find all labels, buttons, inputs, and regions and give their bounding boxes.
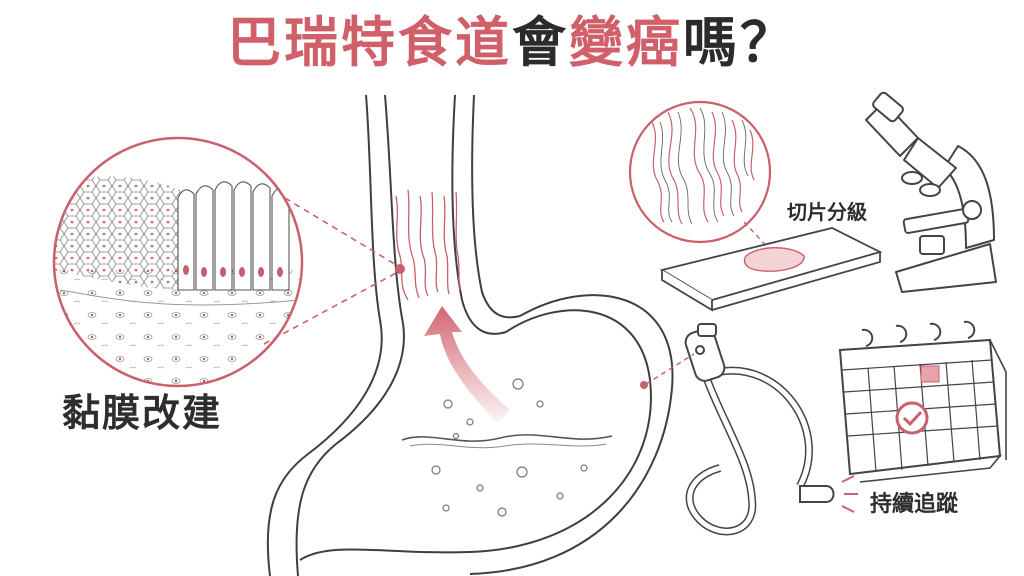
callout-line-slide (743, 221, 773, 253)
label-biopsy-grading: 切片分級 (787, 200, 867, 224)
title-part-will: 會 (512, 11, 569, 74)
title-part-cancer: 變癌 (569, 11, 683, 74)
callout-line-endoscope (640, 353, 695, 389)
label-mucosa-change: 黏膜改建 (62, 391, 223, 435)
endoscope-icon (684, 323, 858, 536)
esophagus-stomach-icon (266, 94, 674, 576)
title-part-question: 嗎？ (683, 11, 797, 74)
label-follow-up: 持續追蹤 (870, 492, 959, 517)
arrow-up-icon (424, 306, 510, 424)
callout-dot-esophagus (395, 264, 405, 274)
check-icon (895, 401, 929, 435)
magnified-cell-icon (52, 136, 304, 388)
calendar-icon (838, 320, 1007, 483)
histology-circle-icon (628, 100, 772, 244)
slide-icon (659, 227, 883, 312)
microscope-icon (865, 91, 997, 293)
callout-line-left (263, 197, 399, 345)
title-part-barrett: 巴瑞特食道 (227, 11, 512, 74)
page-title: 巴瑞特食道會變癌嗎？ (0, 8, 1024, 78)
